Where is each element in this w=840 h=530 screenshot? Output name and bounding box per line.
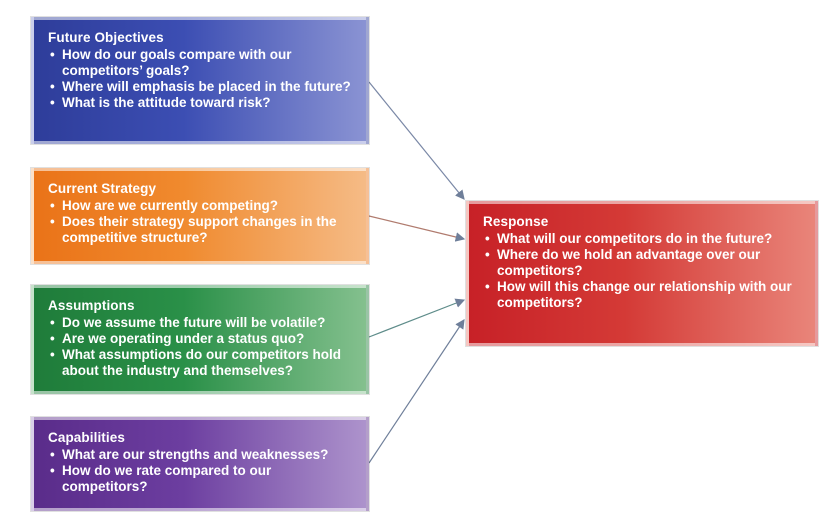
- bullet-item: Does their strategy support changes in t…: [48, 214, 354, 246]
- bullet-item: What assumptions do our competitors hold…: [48, 347, 354, 379]
- bullet-item: Where will emphasis be placed in the fut…: [48, 79, 354, 95]
- box-title: Future Objectives: [48, 30, 164, 45]
- bullet-list: How are we currently competing? Does the…: [48, 198, 354, 246]
- future-objectives-box: Future Objectives How do our goals compa…: [31, 17, 369, 144]
- assumptions-box: Assumptions Do we assume the future will…: [31, 285, 369, 394]
- arrow-strategy-to-response: [368, 215, 466, 242]
- bullet-item: How do we rate compared to our competito…: [48, 463, 354, 495]
- capabilities-box: Capabilities What are our strengths and …: [31, 417, 369, 511]
- bullet-list: How do our goals compare with our compet…: [48, 47, 354, 111]
- arrow-capabilities-to-response: [368, 319, 465, 464]
- bullet-list: What will our competitors do in the futu…: [483, 231, 803, 311]
- response-box: Response What will our competitors do in…: [466, 201, 818, 346]
- current-strategy-box: Current Strategy How are we currently co…: [31, 168, 369, 264]
- box-title: Capabilities: [48, 430, 125, 445]
- box-title: Response: [483, 214, 549, 229]
- bullet-item: How will this change our relationship wi…: [483, 279, 803, 311]
- bullet-list: Do we assume the future will be volatile…: [48, 315, 354, 379]
- box-title: Current Strategy: [48, 181, 157, 196]
- bullet-item: How are we currently competing?: [48, 198, 354, 214]
- bullet-item: Do we assume the future will be volatile…: [48, 315, 354, 331]
- arrow-assumptions-to-response: [368, 298, 466, 338]
- bullet-item: Are we operating under a status quo?: [48, 331, 354, 347]
- arrow-future-to-response: [368, 81, 465, 200]
- bullet-item: What are our strengths and weaknesses?: [48, 447, 354, 463]
- bullet-item: How do our goals compare with our compet…: [48, 47, 354, 79]
- box-title: Assumptions: [48, 298, 135, 313]
- bullet-list: What are our strengths and weaknesses? H…: [48, 447, 354, 495]
- bullet-item: Where do we hold an advantage over our c…: [483, 247, 803, 279]
- bullet-item: What will our competitors do in the futu…: [483, 231, 803, 247]
- bullet-item: What is the attitude toward risk?: [48, 95, 354, 111]
